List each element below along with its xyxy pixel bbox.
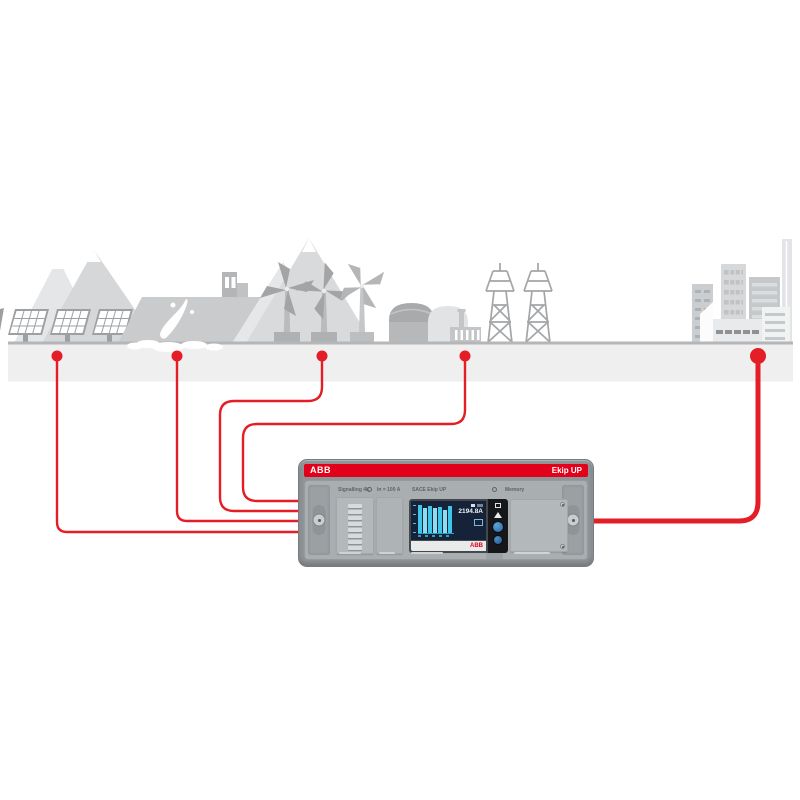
panel-labels: Signalling 4K In = 100 A SACE Ekip UP Me… (336, 487, 556, 495)
product-label: Ekip UP (551, 465, 582, 475)
ground-line (8, 341, 793, 345)
connection-line-solar (55, 356, 314, 534)
abb-logo: ABB (310, 465, 331, 475)
serial-label-dashes (339, 552, 361, 554)
display-module: 2194.8A ABB (409, 499, 508, 553)
rating-module (376, 497, 403, 554)
serial-label-dashes (411, 552, 443, 554)
signalling-module (336, 497, 374, 554)
solar-panels-icon (0, 308, 133, 344)
serial-label-dashes (514, 552, 550, 554)
water-foam (127, 340, 223, 352)
device-face: Signalling 4K In = 100 A SACE Ekip UP Me… (304, 480, 588, 560)
city-buildings-icon (692, 239, 792, 343)
connection-line-wind (218, 356, 324, 513)
factory-icon (450, 309, 481, 343)
connection-dot-solar (51, 350, 63, 362)
screw-icon (560, 502, 565, 507)
screw-icon (560, 544, 565, 549)
signalling-module-label: Signalling 4K (338, 487, 370, 493)
mini-indicator-box (474, 518, 483, 526)
wind-turbines-icon (232, 238, 385, 343)
serial-label-dashes (379, 552, 395, 554)
display-bezel: 2194.8A ABB (409, 499, 488, 553)
button-strip (488, 499, 508, 553)
connection-dot-gas (459, 350, 471, 362)
abb-logo: ABB (470, 543, 483, 549)
screw-icon (312, 513, 326, 527)
connection-dot-wind (316, 350, 328, 362)
power-icon (492, 487, 497, 492)
ground-band (8, 344, 793, 382)
left-mount-strip (308, 485, 330, 555)
warning-icon (494, 512, 502, 518)
connection-dot-city (750, 348, 766, 364)
display-module-label: SACE Ekip UP (412, 487, 447, 493)
connection-line-city (588, 356, 761, 524)
display-screen: 2194.8A (411, 501, 486, 540)
display-brand-strip: ABB (411, 541, 486, 551)
device-header: ABB Ekip UP (304, 464, 588, 477)
chart-ticks (418, 534, 454, 539)
display-tab (486, 553, 503, 559)
memory-module (510, 499, 568, 552)
skyline (0, 238, 792, 344)
connection-line-hydro (175, 356, 314, 523)
status-icons (471, 504, 483, 507)
nav-button[interactable] (494, 536, 502, 544)
chart-axis (413, 503, 418, 539)
transmission-towers-icon (485, 263, 553, 344)
chart-area (418, 503, 454, 539)
current-reading: 2194.8A (458, 508, 483, 515)
connection-line-gas (241, 356, 467, 503)
connection-dot-hydro (171, 350, 183, 362)
screw-icon (566, 513, 580, 527)
rating-label: In = 100 A (377, 487, 401, 493)
device-panel: Signalling 4K In = 100 A SACE Ekip UP Me… (336, 484, 568, 559)
signalling-terminals (348, 504, 362, 552)
home-icon (495, 503, 501, 508)
power-icon (367, 487, 372, 492)
info-button[interactable] (493, 522, 503, 532)
memory-module-label: Memory (505, 487, 525, 493)
ekip-up-device: ABB Ekip UP Signalling 4K In = 100 A SAC… (298, 459, 594, 567)
display-bars (418, 503, 454, 534)
reading-area: 2194.8A (454, 503, 485, 539)
